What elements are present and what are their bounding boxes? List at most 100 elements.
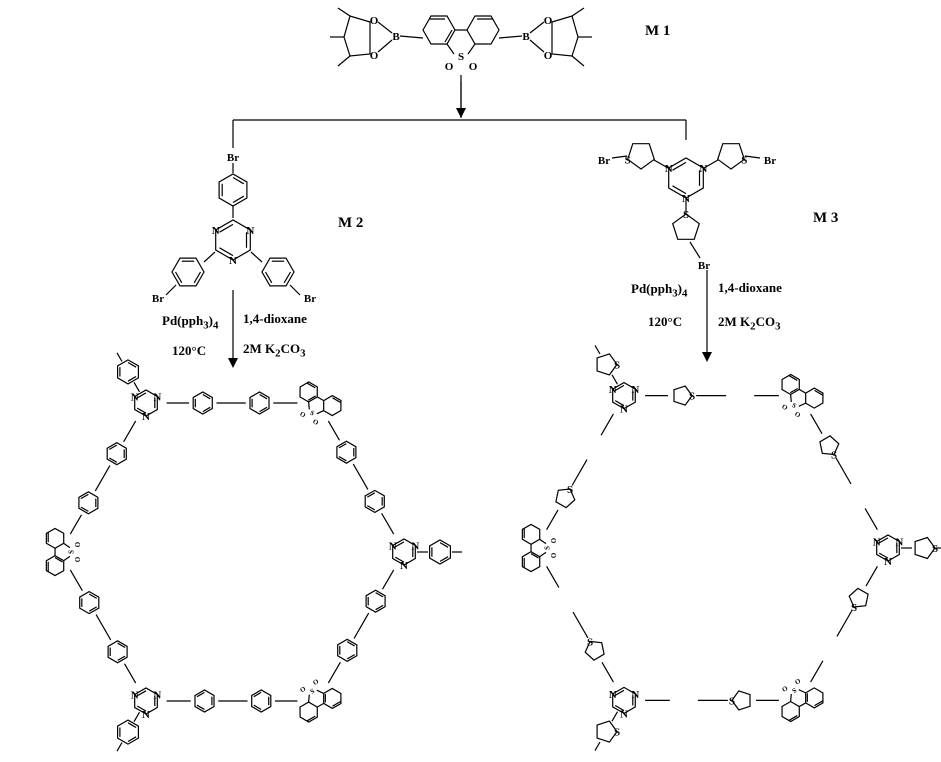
benzene-ring [192, 391, 213, 415]
atom-o: O [370, 50, 379, 62]
aromatic-bond [127, 375, 137, 382]
atom-n: N [246, 225, 254, 237]
dibenzothiophene-sulfone: SOO [780, 373, 824, 420]
aromatic-bond [80, 493, 89, 500]
atom-b: B [392, 31, 400, 43]
right-solvent: 1,4-dioxane [718, 280, 782, 295]
ring-outline [788, 693, 824, 722]
aromatic-bond [109, 457, 118, 463]
aromatic-bond [174, 271, 183, 284]
atom-s: S [625, 154, 631, 166]
thiophene-ring [848, 587, 869, 608]
aromatic-bond [136, 407, 147, 414]
bond [810, 660, 824, 683]
triazine-ring [612, 381, 636, 410]
atom-s: S [683, 209, 689, 221]
benzene-ring [251, 689, 272, 713]
atom-br: Br [698, 260, 710, 272]
thiophene-ring [596, 720, 618, 743]
ring-outline [323, 394, 342, 417]
pinacol-ring [343, 15, 371, 57]
ring-outline [790, 689, 807, 708]
ring-outline [466, 15, 500, 45]
bond [250, 251, 263, 263]
atom-n: N [400, 560, 408, 572]
ring-outline [790, 388, 807, 407]
ring-outline [323, 687, 342, 710]
ring-outline [530, 538, 547, 558]
aromatic-bond [193, 271, 202, 284]
bond [203, 251, 216, 263]
bond [381, 512, 395, 535]
aromatic-bond [614, 689, 625, 696]
thiophene-ring [673, 385, 693, 406]
atom-s: S [308, 686, 315, 694]
bond [69, 514, 83, 535]
bond [529, 39, 545, 53]
thiophene-ring [731, 690, 751, 711]
triazine-ring [392, 538, 416, 566]
right-temperature: 120°C [648, 314, 683, 329]
dibenzothiophene-sulfone: SOO [298, 381, 342, 427]
atom-o: O [75, 557, 82, 562]
aromatic-bond [127, 361, 137, 368]
methyl [594, 345, 601, 355]
bond [381, 569, 395, 590]
atom-s: S [69, 550, 76, 554]
atom-n: N [609, 384, 617, 396]
ring-outline [306, 693, 342, 722]
atom-s: S [851, 602, 857, 614]
atom-br: Br [227, 152, 239, 164]
atom-o: O [311, 418, 319, 427]
ring-outline [299, 701, 318, 723]
aromatic-bond [283, 271, 292, 284]
aromatic-bond [346, 654, 355, 660]
aromatic-bond [439, 542, 449, 548]
aromatic-bond [127, 722, 137, 729]
bond [327, 420, 341, 441]
bond [399, 35, 424, 39]
arrow-head [228, 358, 238, 368]
aromatic-bond [88, 593, 97, 599]
bond [133, 381, 141, 393]
atom-o: O [544, 15, 553, 27]
aromatic-bond [117, 655, 126, 661]
ring-outline [45, 555, 65, 577]
atom-n: N [665, 163, 673, 175]
atom-s: S [309, 410, 316, 418]
atom-n: N [131, 690, 139, 702]
atom-n: N [873, 537, 881, 549]
ring-outline [306, 382, 342, 404]
monomer-label-m3: M 3 [813, 210, 839, 226]
bond [498, 35, 523, 39]
ring-outline [788, 374, 824, 396]
atom-n: N [153, 690, 161, 702]
monomer-label-m2: M 2 [338, 215, 364, 231]
bond [353, 612, 370, 639]
benzene-ring [107, 640, 128, 664]
ring-outline [47, 532, 63, 572]
atom-n: N [631, 689, 639, 701]
aromatic-bond [614, 384, 625, 392]
bond [601, 662, 614, 683]
bond [744, 155, 761, 159]
benzene-ring [364, 489, 385, 514]
benzene-ring [116, 719, 139, 745]
aromatic-bond [109, 444, 118, 450]
bond [864, 508, 878, 531]
atom-n: N [229, 255, 237, 267]
thiophene-ring [555, 488, 576, 509]
aromatic-bond [375, 592, 384, 598]
atom-s: S [458, 51, 464, 63]
triazine-ring [612, 686, 636, 715]
aromatic-bond [80, 506, 89, 512]
monomer-label-m1: M 1 [645, 23, 671, 39]
thiophene-ring [671, 213, 701, 240]
aromatic-bond [253, 704, 262, 711]
atom-n: N [631, 384, 639, 396]
bond [703, 159, 719, 169]
methyl [571, 7, 585, 17]
atom-n: N [153, 392, 161, 404]
dibenzothiophene-sulfone: SOO [298, 677, 342, 723]
atom-o: O [780, 403, 788, 412]
